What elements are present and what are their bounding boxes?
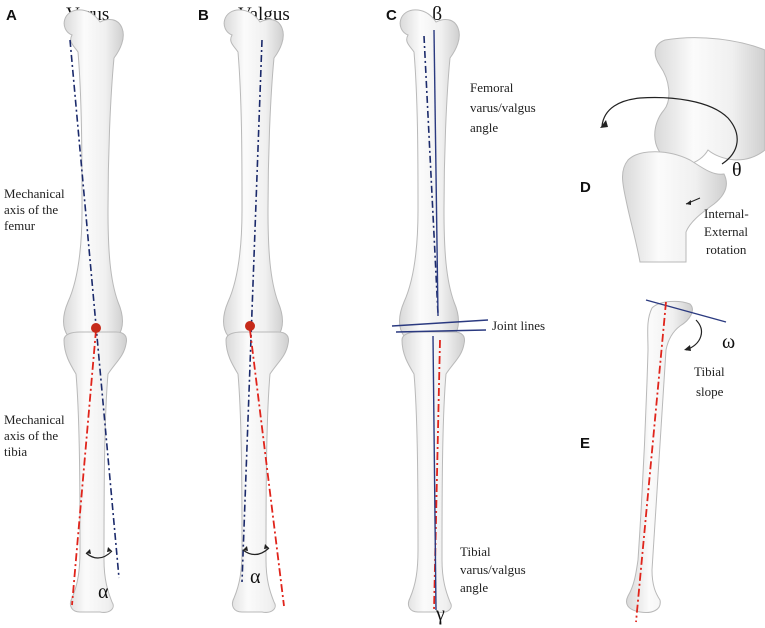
tibial-slope-line bbox=[645, 299, 727, 323]
slope-arrowhead-e bbox=[684, 345, 691, 351]
alpha-symbol-a: α bbox=[98, 581, 109, 603]
tibia-bone-a bbox=[63, 331, 128, 613]
rotation-arrowhead-d bbox=[600, 120, 608, 128]
femur-anatomical-axis-c bbox=[433, 29, 439, 317]
panel-letter-c: C bbox=[386, 7, 397, 24]
tibial-angle-label-line3: angle bbox=[460, 580, 488, 595]
femoral-angle-label-line3: angle bbox=[470, 120, 498, 135]
joint-line-femur bbox=[391, 319, 489, 327]
tibia-axis-line-e bbox=[635, 301, 667, 623]
panel-a: A Varus α Mechanical axis of the femur M… bbox=[4, 4, 128, 613]
tibia-axis-label-line2: axis of the bbox=[4, 428, 58, 443]
rotation-pointer-head-d bbox=[686, 200, 691, 205]
panel-d: D θ Internal- External rotation bbox=[580, 37, 765, 263]
femur-axis-label-line1: Mechanical bbox=[4, 186, 65, 201]
panel-letter-e: E bbox=[580, 435, 590, 452]
tibial-angle-label-line1: Tibial bbox=[460, 544, 491, 559]
theta-symbol: θ bbox=[732, 159, 742, 181]
rotation-label-line3: rotation bbox=[706, 242, 747, 257]
panel-letter-b: B bbox=[198, 7, 209, 24]
tibia-axis-label-line3: tibia bbox=[4, 444, 27, 459]
tibia-axis-line-a bbox=[71, 329, 97, 606]
tibial-slope-label-line2: slope bbox=[696, 384, 724, 399]
alpha-arrowhead-a bbox=[86, 549, 91, 554]
slope-arc-e bbox=[685, 319, 703, 351]
joint-lines-label: Joint lines bbox=[492, 318, 545, 333]
tibia-axis-label-line1: Mechanical bbox=[4, 412, 65, 427]
femur-mechanical-axis-c bbox=[423, 35, 439, 315]
femoral-angle-label-line2: varus/valgus bbox=[470, 100, 536, 115]
alpha-arc-a bbox=[85, 550, 113, 559]
alpha-arc-b bbox=[242, 547, 270, 556]
femoral-condyles-d bbox=[654, 37, 765, 166]
femur-axis-label-line3: femur bbox=[4, 218, 36, 233]
panel-letter-a: A bbox=[6, 7, 17, 24]
tibia-anatomical-axis-c bbox=[432, 335, 437, 611]
panel-b: B Valgus α bbox=[198, 4, 290, 613]
rotation-arc-d bbox=[601, 96, 738, 165]
femur-axis-line-b bbox=[241, 39, 263, 583]
beta-symbol: β bbox=[432, 3, 442, 25]
tibia-plateau-d bbox=[622, 151, 727, 263]
tibia-bone-e bbox=[626, 300, 693, 613]
femur-bone-c bbox=[399, 9, 460, 337]
panel-letter-d: D bbox=[580, 179, 591, 196]
joint-line-tibia bbox=[395, 329, 487, 333]
tibial-slope-label-line1: Tibial bbox=[694, 364, 725, 379]
panel-e: E ω Tibial slope bbox=[580, 299, 735, 623]
femur-bone-b bbox=[223, 9, 284, 337]
rotation-label-line1: Internal- bbox=[704, 206, 749, 221]
alpha-arrowhead-b bbox=[243, 546, 248, 551]
omega-symbol: ω bbox=[722, 331, 735, 353]
gamma-symbol: γ bbox=[435, 603, 445, 625]
joint-center-dot-a bbox=[91, 323, 101, 333]
panel-c: C β γ Femoral varus/valgus angle Joint l… bbox=[386, 3, 545, 625]
femur-axis-line-a bbox=[69, 39, 120, 579]
alpha-arrowhead-a2 bbox=[107, 547, 112, 552]
tibial-angle-label-line2: varus/valgus bbox=[460, 562, 526, 577]
tibia-axis-line-b bbox=[249, 329, 285, 607]
joint-center-dot-b bbox=[245, 321, 255, 331]
rotation-label-line2: External bbox=[704, 224, 748, 239]
femur-axis-label-line2: axis of the bbox=[4, 202, 58, 217]
alpha-arrowhead-b2 bbox=[264, 544, 269, 549]
alpha-symbol-b: α bbox=[250, 566, 261, 588]
femoral-angle-label-line1: Femoral bbox=[470, 80, 514, 95]
